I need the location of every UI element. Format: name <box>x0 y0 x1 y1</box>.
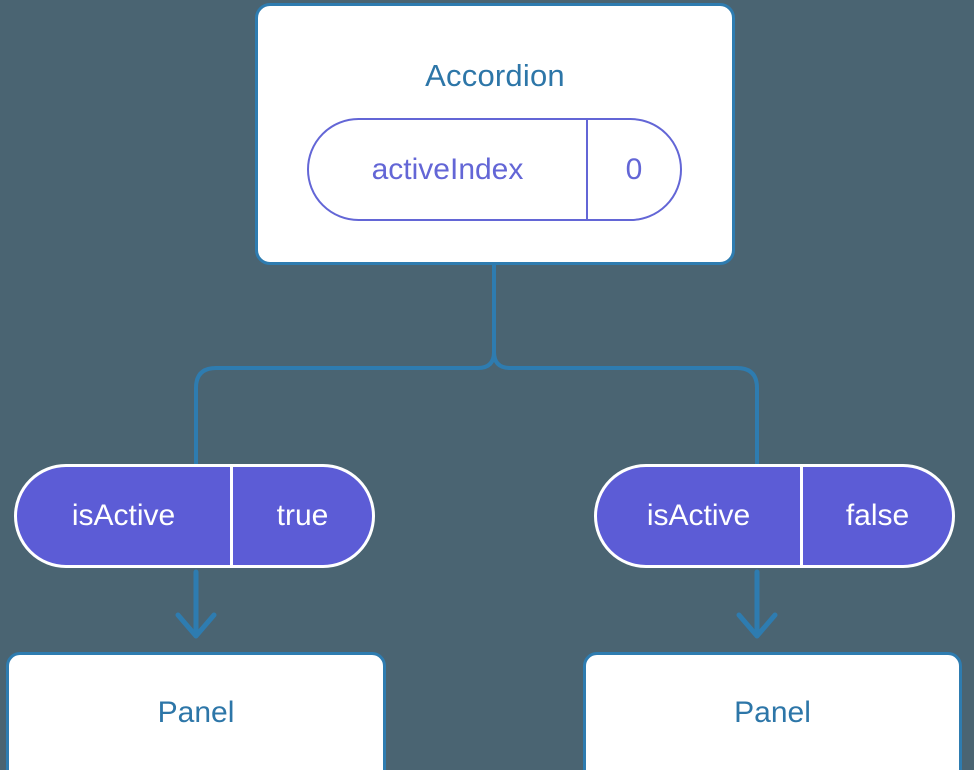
prop-pill-is-active-false[interactable]: isActive false <box>594 464 955 568</box>
connector-branch-right <box>492 350 759 466</box>
prop-pill-is-active-true[interactable]: isActive true <box>14 464 375 568</box>
panel-node-right[interactable]: Panel <box>583 652 962 770</box>
state-pill-value: 0 <box>625 152 643 186</box>
prop-pill-key-left: isActive <box>17 467 233 565</box>
connector-trunk <box>194 263 496 466</box>
arrow-down-icon-left <box>175 569 217 639</box>
prop-pill-value-right: false <box>845 499 910 532</box>
prop-pill-key-right: isActive <box>597 467 803 565</box>
panel-node-left[interactable]: Panel <box>6 652 386 770</box>
accordion-title: Accordion <box>425 58 565 93</box>
panel-label-right: Panel <box>734 696 811 729</box>
prop-pill-value-left: true <box>276 499 329 532</box>
panel-label-left: Panel <box>157 696 235 729</box>
arrow-down-icon-right <box>736 569 778 639</box>
state-pill-key: activeIndex <box>309 120 588 219</box>
state-pill-active-index[interactable]: activeIndex 0 <box>307 118 682 221</box>
